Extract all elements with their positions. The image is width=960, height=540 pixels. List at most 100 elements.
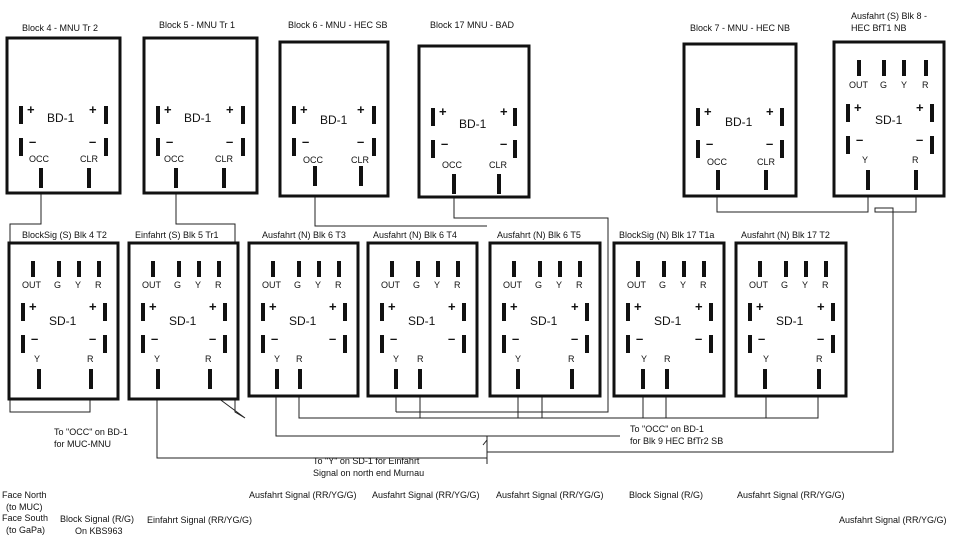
sd-minus-left: –	[512, 331, 519, 346]
sd-y-label: Y	[434, 280, 440, 290]
legend-einfahrt-signal: Einfahrt Signal (RR/YG/G)	[147, 515, 252, 525]
sd-unit-blk4-t2: OUT G Y R + + – – SD-1 Y R	[7, 241, 120, 401]
sd-r-label: R	[822, 280, 829, 290]
sd-title-blk6-t4: Ausfahrt (N) Blk 6 T4	[373, 230, 457, 240]
sd-title-blk5-tr1: Einfahrt (S) Blk 5 Tr1	[135, 230, 219, 240]
sd-minus-right: –	[209, 331, 216, 346]
note-occ-hec-line1: To "OCC" on BD-1	[630, 424, 704, 434]
sd-out-label: OUT	[381, 280, 401, 290]
bd-clr-label: CLR	[80, 154, 99, 164]
bd-occ-label: OCC	[707, 157, 728, 167]
sd-plus-left: +	[388, 299, 396, 314]
wire-r-bus	[298, 390, 819, 419]
sd-y-label: Y	[802, 280, 808, 290]
bd-name: BD-1	[184, 111, 212, 125]
sd-out-label: OUT	[749, 280, 769, 290]
sd-title-blk8-line1: Ausfahrt (S) Blk 8 -	[851, 11, 927, 21]
bd-name: BD-1	[320, 113, 348, 127]
legend-face-north-line1: Face North	[2, 490, 47, 500]
sd-ypin-label: Y	[515, 354, 521, 364]
bd-clr-label: CLR	[757, 157, 776, 167]
bd-title-block6: Block 6 - MNU - HEC SB	[288, 20, 388, 30]
sd-rpin-label: R	[912, 155, 919, 165]
sd-g-label: G	[413, 280, 420, 290]
sd-plus-left: +	[29, 299, 37, 314]
sd-plus-left: +	[854, 100, 862, 115]
legend-ausfahrt-signal-5: Ausfahrt Signal (RR/YG/G)	[839, 515, 947, 525]
bd-plus-left: +	[164, 102, 172, 117]
sd-title-blk4-t2: BlockSig (S) Blk 4 T2	[22, 230, 107, 240]
sd-minus-right: –	[817, 331, 824, 346]
bd-occ-label: OCC	[29, 154, 50, 164]
legend-block-signal-rg-2: Block Signal (R/G)	[629, 490, 703, 500]
sd-r-label: R	[335, 280, 342, 290]
bd-unit-block5: + + – – BD-1 OCC CLR	[142, 36, 259, 195]
legend-block-signal-rg-line1: Block Signal (R/G)	[60, 514, 134, 524]
bd-plus-right: +	[226, 102, 234, 117]
bd-plus-right: +	[89, 102, 97, 117]
sd-ypin-label: Y	[641, 354, 647, 364]
sd-name: SD-1	[875, 113, 903, 127]
sd-plus-left: +	[149, 299, 157, 314]
sd-minus-left: –	[636, 331, 643, 346]
sd-minus-right: –	[695, 331, 702, 346]
sd-r-label: R	[454, 280, 461, 290]
sd-name: SD-1	[408, 314, 436, 328]
sd-minus-left: –	[151, 331, 158, 346]
bd-clr-label: CLR	[215, 154, 234, 164]
legend-ausfahrt-signal-2: Ausfahrt Signal (RR/YG/G)	[372, 490, 480, 500]
sd-plus-right: +	[448, 299, 456, 314]
bd-occ-label: OCC	[303, 155, 324, 165]
bd-title-block5: Block 5 - MNU Tr 1	[159, 20, 235, 30]
bd-occ-label: OCC	[442, 160, 463, 170]
bd-plus-left: +	[27, 102, 35, 117]
sd-unit-blk5-tr1: OUT G Y R + + – – SD-1 Y R	[127, 241, 240, 401]
bd-plus-right: +	[766, 104, 774, 119]
sd-g-label: G	[54, 280, 61, 290]
wire-bd7-occ	[716, 190, 869, 213]
sd-g-label: G	[659, 280, 666, 290]
note-occ-muc-line1: To "OCC" on BD-1	[54, 427, 128, 437]
sd-unit-blk17-t1a: OUT G Y R + + – – SD-1 Y R	[612, 241, 726, 398]
sd-title-blk8-line2: HEC BfT1 NB	[851, 23, 907, 33]
sd-minus-right: –	[329, 331, 336, 346]
bd-plus-left: +	[439, 104, 447, 119]
sd-unit-blk6-t4: OUT G Y R + + – – SD-1 Y R	[366, 241, 479, 398]
bd-clr-label: CLR	[351, 155, 370, 165]
sd-out-label: OUT	[22, 280, 42, 290]
bd-minus-left: –	[166, 134, 173, 149]
sd-name: SD-1	[776, 314, 804, 328]
bd-plus-left: +	[704, 104, 712, 119]
sd-g-label: G	[174, 280, 181, 290]
sd-plus-right: +	[89, 299, 97, 314]
sd-name: SD-1	[530, 314, 558, 328]
bd-name: BD-1	[725, 115, 753, 129]
sd-rpin-label: R	[568, 354, 575, 364]
sd-g-label: G	[535, 280, 542, 290]
sd-rpin-label: R	[205, 354, 212, 364]
note-y-einfahrt-line2: Signal on north end Murnau	[313, 468, 424, 478]
sd-y-label: Y	[75, 280, 81, 290]
sd-minus-right: –	[571, 331, 578, 346]
sd-minus-left: –	[390, 331, 397, 346]
sd-name: SD-1	[49, 314, 77, 328]
bd-minus-left: –	[302, 134, 309, 149]
note-occ-hec-line2: for Blk 9 HEC BfTr2 SB	[630, 436, 723, 446]
sd-plus-left: +	[269, 299, 277, 314]
sd-r-label: R	[700, 280, 707, 290]
sd-ypin-label: Y	[274, 354, 280, 364]
wire-blk8-r	[487, 194, 917, 453]
sd-minus-left: –	[758, 331, 765, 346]
sd-plus-right: +	[329, 299, 337, 314]
sd-y-label: Y	[680, 280, 686, 290]
legend-ausfahrt-signal-1: Ausfahrt Signal (RR/YG/G)	[249, 490, 357, 500]
bd-title-block17: Block 17 MNU - BAD	[430, 20, 515, 30]
sd-unit-blk6-t3: OUT G Y R + + – – SD-1 Y R	[247, 241, 360, 398]
note-y-einfahrt-line1: To "Y" on SD-1 for Einfahrt	[313, 456, 420, 466]
sd-plus-right: +	[695, 299, 703, 314]
sd-r-label: R	[215, 280, 222, 290]
sd-rpin-label: R	[816, 354, 823, 364]
bd-minus-left: –	[441, 136, 448, 151]
sd-minus-right: –	[89, 331, 96, 346]
sd-plus-right: +	[209, 299, 217, 314]
